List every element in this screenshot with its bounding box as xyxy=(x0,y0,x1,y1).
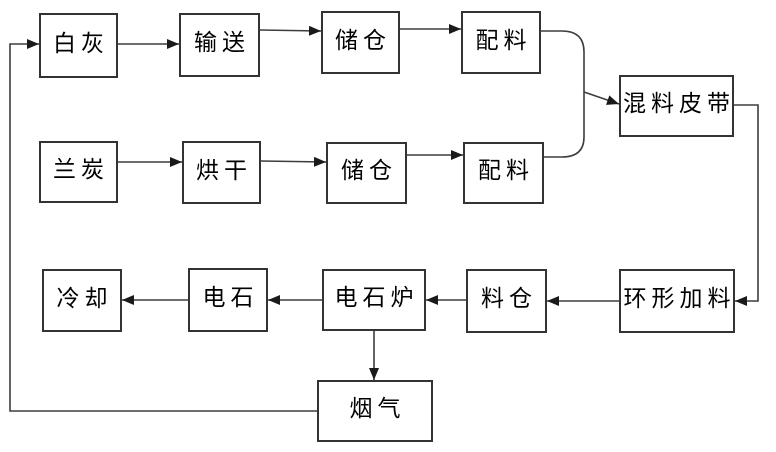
node-batch1: 配料 xyxy=(461,11,541,74)
node-bin: 料仓 xyxy=(466,269,547,333)
node-semicoke: 兰炭 xyxy=(39,141,118,203)
node-cooling-label: 冷却 xyxy=(56,285,113,312)
node-ringfeed-label: 环形加料 xyxy=(623,286,736,312)
node-lime-label: 白灰 xyxy=(53,30,109,57)
node-silo1-label: 储仓 xyxy=(335,27,391,54)
edge-dry-to-silo2 xyxy=(260,156,327,167)
node-silo2-label: 储仓 xyxy=(341,158,397,184)
edge-fluegas-to-lime xyxy=(9,39,317,412)
node-bin-label: 料仓 xyxy=(481,286,537,312)
node-semicoke-label: 兰炭 xyxy=(53,157,109,183)
node-lime: 白灰 xyxy=(39,13,118,78)
node-fluegas-label: 烟气 xyxy=(349,396,406,422)
node-cooling: 冷却 xyxy=(42,269,122,332)
node-convey: 输送 xyxy=(179,13,260,77)
node-batch1-label: 配料 xyxy=(475,27,532,54)
node-mixbelt: 混料皮带 xyxy=(619,75,734,137)
node-ringfeed: 环形加料 xyxy=(619,269,735,333)
node-furnace: 电石炉 xyxy=(322,269,426,331)
node-silo1: 储仓 xyxy=(321,11,400,74)
node-carbide: 电石 xyxy=(188,268,268,332)
node-batch2: 配料 xyxy=(463,142,544,204)
node-convey-label: 输送 xyxy=(194,30,250,56)
node-fluegas: 烟气 xyxy=(317,380,433,442)
node-dry-label: 烘干 xyxy=(196,157,252,184)
node-silo2: 储仓 xyxy=(326,142,407,204)
node-carbide-label: 电石 xyxy=(202,285,259,311)
edge-junction-to-mixbelt xyxy=(583,91,620,105)
edge-convey-to-silo1 xyxy=(259,25,322,36)
node-furnace-label: 电石炉 xyxy=(334,285,419,311)
edge-mixbelt-to-ringfeed xyxy=(734,104,759,306)
node-mixbelt-label: 混料皮带 xyxy=(623,91,735,117)
edge-batch-merge-junction xyxy=(541,30,585,158)
node-dry: 烘干 xyxy=(182,141,261,204)
node-batch2-label: 配料 xyxy=(478,158,534,184)
